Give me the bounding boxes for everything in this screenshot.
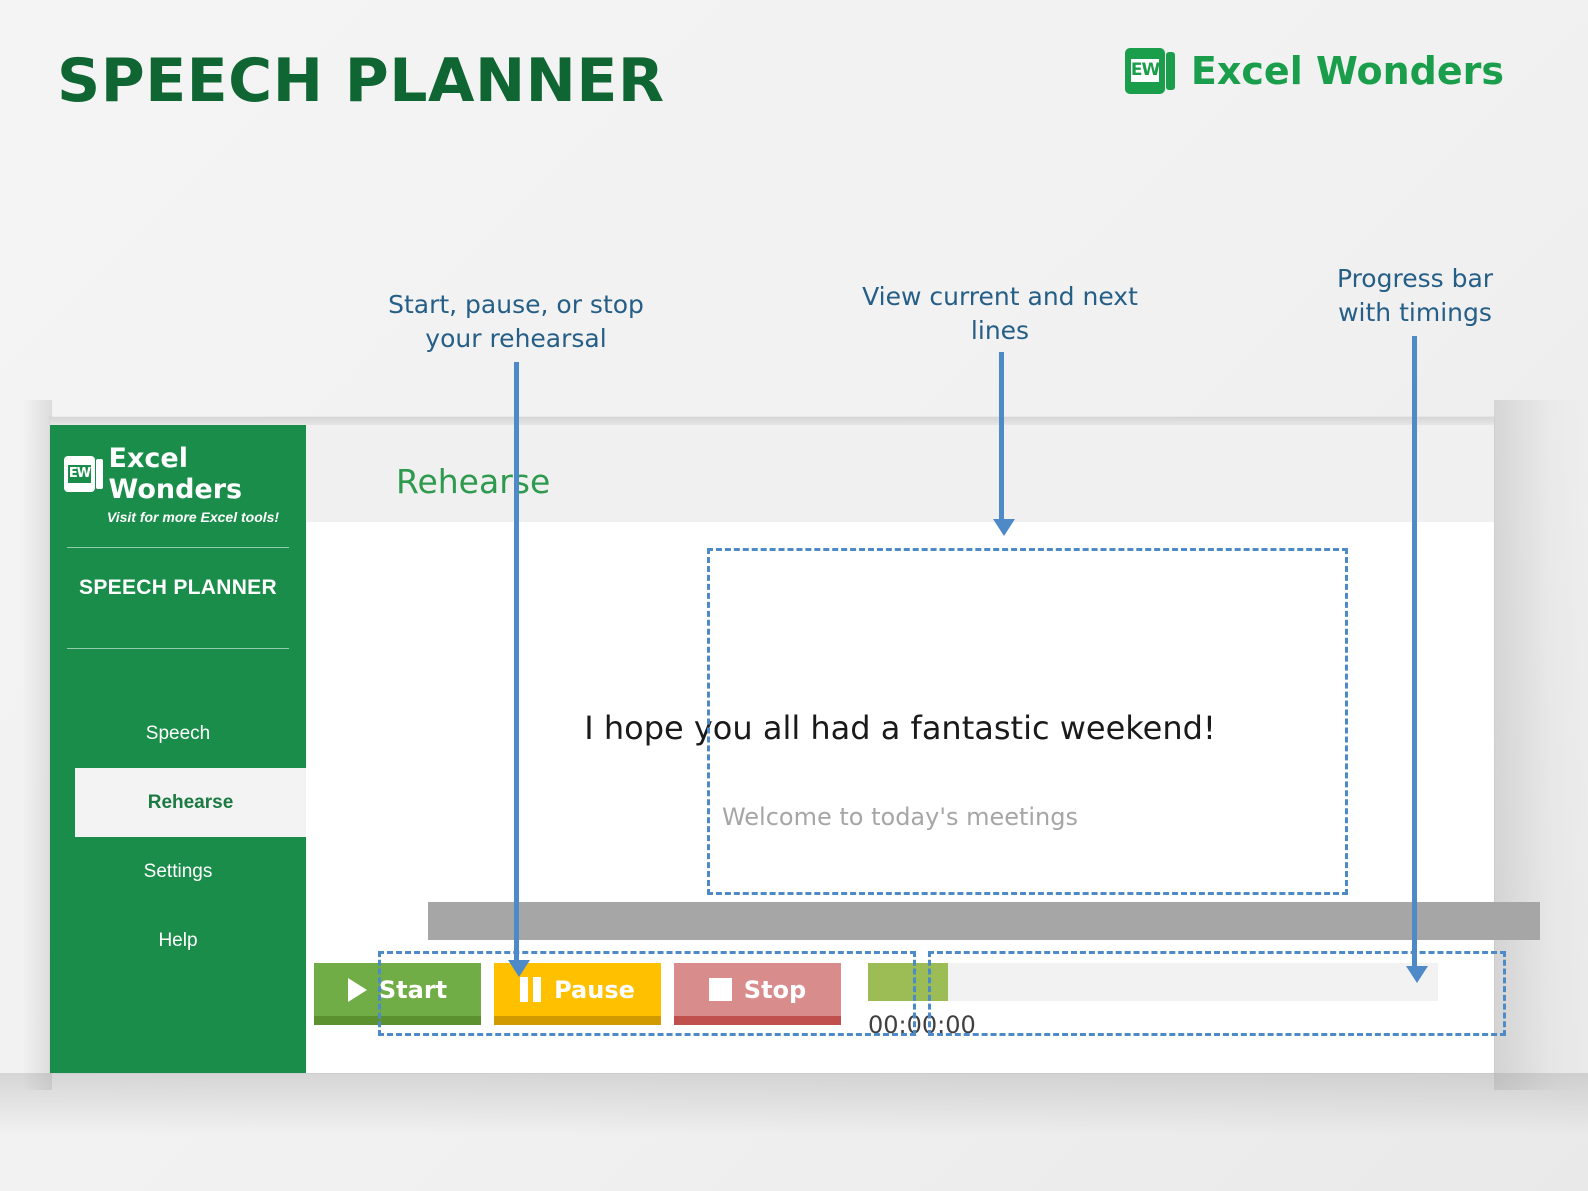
stop-button-label: Stop	[743, 975, 807, 1004]
start-button-label: Start	[378, 975, 448, 1004]
pause-button-label: Pause	[554, 975, 635, 1004]
arrow-line-progress	[1412, 336, 1417, 974]
sidebar-section-label: SPEECH PLANNER	[79, 576, 277, 599]
arrow-head-lines	[993, 519, 1015, 536]
sidebar-divider-top	[67, 547, 289, 548]
current-line-text: I hope you all had a fantastic weekend!	[584, 709, 1216, 747]
callout-box-controls	[378, 951, 916, 1036]
brand-lockup: EW Excel Wonders	[1124, 48, 1504, 94]
arrow-head-controls	[508, 960, 530, 977]
content-body: I hope you all had a fantastic weekend! …	[306, 522, 1540, 1073]
logo-monogram: EW	[68, 465, 91, 483]
logo-monogram: EW	[1130, 59, 1160, 82]
arrow-line-lines	[999, 352, 1004, 527]
sidebar-item-speech[interactable]: Speech	[145, 723, 211, 744]
progress-section: 00:00:00	[868, 963, 1488, 1039]
progress-bar-fill	[868, 963, 948, 1001]
content-page-title: Rehearse	[396, 462, 551, 501]
horizontal-scrollbar[interactable]	[428, 902, 1540, 940]
sidebar-brand: EW Excel Wonders	[50, 425, 306, 505]
pause-icon	[520, 977, 542, 1002]
window-title-strip	[50, 417, 1494, 425]
window-shadow-left	[22, 400, 52, 1090]
annotation-controls: Start, pause, or stop your rehearsal	[388, 290, 644, 353]
next-line-text: Welcome to today's meetings	[721, 803, 1079, 831]
sidebar-item-settings[interactable]: Settings	[143, 861, 213, 882]
page-title: SPEECH PLANNER	[57, 46, 665, 116]
stop-button[interactable]: Stop	[674, 963, 841, 1025]
sidebar-brand-name: Excel Wonders	[108, 443, 243, 505]
window-shadow-bottom	[0, 1073, 1588, 1135]
excel-wonders-logo-icon: EW	[1124, 48, 1177, 94]
start-button[interactable]: Start	[314, 963, 481, 1025]
sidebar: EW Excel Wonders Visit for more Excel to…	[50, 425, 306, 1073]
sidebar-item-help[interactable]: Help	[158, 930, 198, 951]
arrow-head-progress	[1406, 966, 1428, 983]
progress-bar	[868, 963, 1438, 1001]
lines-panel: I hope you all had a fantastic weekend! …	[306, 522, 1494, 887]
sidebar-nav: Speech Rehearse Settings Help	[50, 699, 306, 975]
annotation-progress: Progress bar with timings	[1336, 264, 1494, 327]
callout-box-progress	[928, 951, 1506, 1036]
arrow-line-controls	[514, 362, 519, 970]
sidebar-divider-bottom	[67, 648, 289, 649]
content-header: Rehearse	[306, 425, 1494, 522]
callout-box-lines	[707, 548, 1348, 895]
sidebar-item-rehearse[interactable]: Rehearse	[75, 768, 306, 837]
excel-wonders-logo-icon: EW	[64, 456, 103, 492]
window-shadow-right	[1494, 400, 1588, 1090]
pause-button[interactable]: Pause	[494, 963, 661, 1025]
brand-name: Excel Wonders	[1190, 49, 1504, 93]
app-window: EW Excel Wonders Visit for more Excel to…	[50, 417, 1540, 1073]
sidebar-tagline: Visit for more Excel tools!	[106, 509, 280, 525]
annotation-lines: View current and next lines	[862, 282, 1138, 345]
play-icon	[347, 977, 367, 1002]
stop-icon	[708, 978, 732, 1001]
